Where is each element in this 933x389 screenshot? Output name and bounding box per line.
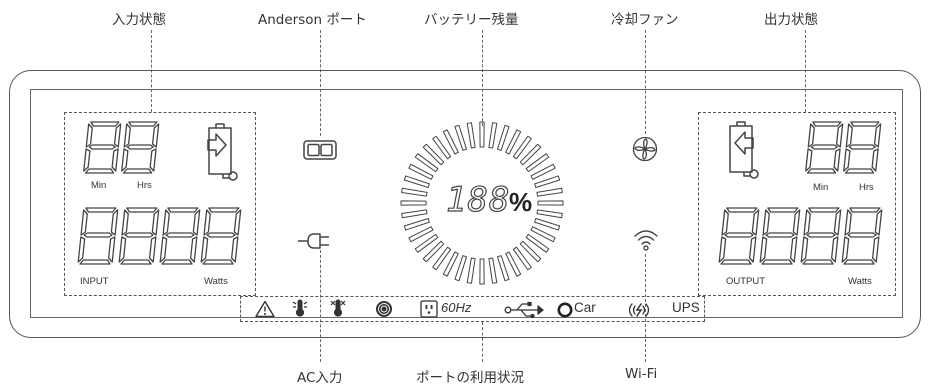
callout-output-status: 出力状態 <box>764 12 818 28</box>
battery-ring-segment <box>519 143 542 166</box>
port-status-bar <box>240 296 705 322</box>
battery-ring-segment <box>530 226 556 243</box>
leader-cooling-fan <box>645 30 646 134</box>
input-hrs-label: Hrs <box>137 180 152 191</box>
battery-ring-segment <box>408 163 434 180</box>
callout-anderson-port: Anderson ポート <box>258 12 367 28</box>
battery-ring-segment <box>454 255 468 282</box>
wireless-charging-icon <box>376 301 392 317</box>
battery-ring-segment <box>530 163 556 180</box>
battery-input-icon <box>207 123 238 181</box>
battery-ring-segment <box>496 255 510 282</box>
battery-ring-segment <box>442 129 459 155</box>
battery-ring-segment <box>401 187 428 197</box>
battery-ring-segment <box>432 246 452 271</box>
battery-ring-segment <box>408 226 434 243</box>
battery-ring-segment <box>454 124 468 151</box>
battery-ring-segment <box>401 209 428 219</box>
callout-input-status: 入力状態 <box>112 12 166 28</box>
battery-ring-segment <box>534 217 561 231</box>
battery-ring-segment <box>414 233 439 253</box>
battery-percent-display: 188 % <box>445 179 546 220</box>
leader-port-usage <box>482 322 483 362</box>
high-temperature-icon <box>292 299 308 317</box>
battery-ring-segment <box>537 200 564 206</box>
battery-ring-segment <box>403 175 430 189</box>
low-temperature-icon <box>330 299 346 317</box>
car-port-icon <box>557 302 573 318</box>
battery-ring-segment <box>466 122 476 149</box>
input-status-zone <box>64 112 256 296</box>
battery-ring-segment <box>479 121 485 148</box>
battery-ring-segment <box>422 240 445 263</box>
output-min-label: Min <box>813 182 829 193</box>
output-watts-digits <box>718 207 883 265</box>
battery-percent-unit: % <box>509 187 533 217</box>
car-label: Car <box>574 300 596 315</box>
battery-ring-segment <box>534 175 561 189</box>
battery-ring-segment <box>536 187 563 197</box>
ac-plug-icon <box>298 233 329 249</box>
battery-ring-segment <box>488 122 498 149</box>
output-hrs-label: Hrs <box>859 182 874 193</box>
battery-ring-segment <box>400 200 427 206</box>
battery-ring-segment <box>536 209 563 219</box>
wifi-icon <box>634 230 658 251</box>
wireless-signal-icon <box>628 303 650 317</box>
input-watts-label: Watts <box>204 276 228 287</box>
battery-ring-segment <box>496 124 510 151</box>
display-panel-inner <box>30 89 903 318</box>
leader-input-status <box>151 30 152 112</box>
battery-ring-segment <box>519 240 542 263</box>
output-status-zone <box>698 112 896 296</box>
battery-percent-digits: 188 <box>445 179 511 220</box>
battery-ring-segment <box>512 135 532 160</box>
input-time-digits <box>83 121 160 174</box>
battery-output-icon <box>729 121 759 179</box>
leader-battery-level <box>482 30 483 126</box>
battery-ring-segment <box>525 233 550 253</box>
usb-icon <box>504 301 544 319</box>
warning-icon <box>255 300 275 318</box>
fan-icon <box>632 136 658 162</box>
battery-ring-segment <box>512 246 532 271</box>
input-min-label: Min <box>91 180 107 191</box>
battery-ring-segment <box>414 153 439 173</box>
callout-cooling-fan: 冷却ファン <box>611 12 679 28</box>
battery-ring-segment <box>432 135 452 160</box>
battery-ring-segment <box>442 251 459 277</box>
battery-ring-segment <box>505 251 522 277</box>
frequency-label: 60Hz <box>441 300 472 315</box>
input-watts-digits <box>77 207 242 265</box>
leader-wifi <box>645 254 646 362</box>
display-panel-outer <box>9 70 921 338</box>
battery-ring-segment <box>422 143 445 166</box>
leader-anderson-port <box>320 30 321 136</box>
battery-ring-segment <box>403 217 430 231</box>
output-time-digits <box>805 121 882 174</box>
output-label: OUTPUT <box>726 276 766 287</box>
input-label: INPUT <box>80 276 109 287</box>
battery-ring-segment <box>479 258 485 285</box>
callout-battery-level: バッテリー残量 <box>424 12 519 28</box>
battery-ring-segment <box>525 153 550 173</box>
callout-port-usage: ポートの利用状況 <box>416 370 524 386</box>
output-watts-label: Watts <box>848 276 872 287</box>
ups-label: UPS <box>672 300 700 315</box>
anderson-port-icon <box>303 140 337 160</box>
leader-output-status <box>805 30 806 112</box>
battery-ring-segment <box>466 257 476 284</box>
callout-ac-input: AC入力 <box>297 370 343 386</box>
ac-outlet-icon <box>420 300 438 318</box>
battery-ring-segment <box>488 257 498 284</box>
leader-ac-input <box>320 250 321 362</box>
battery-ring <box>400 121 564 285</box>
callout-wifi: Wi-Fi <box>625 366 658 382</box>
battery-ring-segment <box>505 129 522 155</box>
